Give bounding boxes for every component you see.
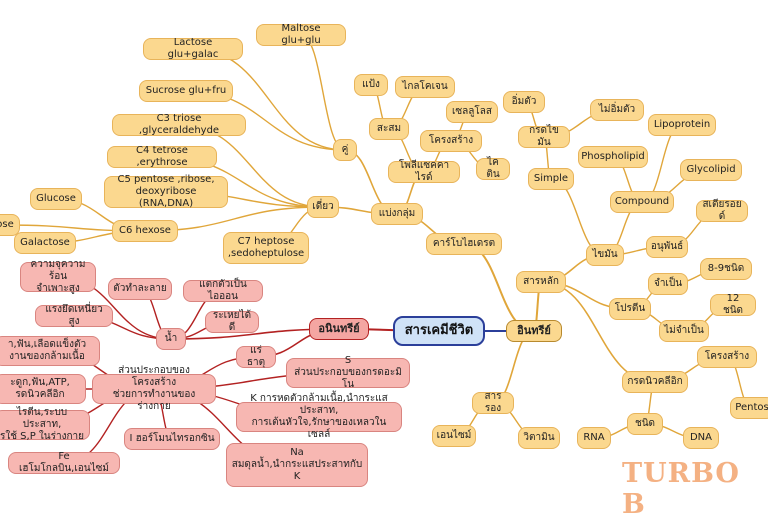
sodium-node[interactable]: Na สมดุลน้ำ,นำกระแสประสาทกับ K <box>226 443 368 487</box>
iron-node[interactable]: Fe เฮโมโกลบิน,เอนไซม์ <box>8 451 120 474</box>
watermark: TURBO B <box>622 458 740 520</box>
mineral-composition-node[interactable]: ส่วนประกอบของโครงสร้าง ช่วยการทำงานของร่… <box>92 365 216 412</box>
phosphorus-node[interactable]: ะดูก,ฟัน,ATP, รดนิวคลีอิก <box>0 374 86 404</box>
sucrose-node[interactable]: Sucrose glu+fru <box>139 80 233 102</box>
saturated-node[interactable]: อิ่มตัว <box>503 91 545 113</box>
classify-node[interactable]: แบ่งกลุ่ม <box>371 203 423 225</box>
calcium-node[interactable]: า,ฟัน,เลือดแข็งตัว งานของกล้ามเนื้อ <box>0 336 100 366</box>
organic-node[interactable]: อินทรีย์ <box>506 320 562 342</box>
main-substance-node[interactable]: สารหลัก <box>516 271 566 293</box>
chitin-node[interactable]: ไคติน <box>476 157 510 180</box>
unsaturated-node[interactable]: ไม่อิ่มตัว <box>590 99 644 121</box>
storage-node[interactable]: สะสม <box>369 118 409 140</box>
phospholipid-node[interactable]: Phospholipid <box>578 146 648 168</box>
solvent-node[interactable]: ตัวทำละลาย <box>108 278 172 300</box>
c7-node[interactable]: C7 heptose ,sedoheptulose <box>223 232 309 264</box>
maltose-node[interactable]: Maltose glu+glu <box>256 23 346 46</box>
nonessential-count-node[interactable]: 12 ชนิด <box>710 293 756 316</box>
dna-node[interactable]: DNA <box>683 427 719 449</box>
magnesium-node[interactable]: ไรตีน,ระบบประสาท, รใช้ S,P ในร่างกาย <box>0 407 90 442</box>
water-node[interactable]: น้ำ <box>156 328 186 350</box>
heat-capacity-node[interactable]: ความจุความร้อน จำเพาะสูง <box>20 259 96 294</box>
cellulose-node[interactable]: เซลลูโลส <box>446 101 498 123</box>
center-node[interactable]: สารเคมีชีวิต <box>393 316 485 346</box>
potassium-node[interactable]: K การหดตัวกล้ามเนื้อ,นำกระแสประสาท, การเ… <box>236 393 402 440</box>
inorganic-node[interactable]: อนินทรีย์ <box>309 318 369 340</box>
disaccharide-node[interactable]: คู่ <box>333 139 357 161</box>
carbohydrate-node[interactable]: คาร์โบไฮเดรต <box>426 233 502 255</box>
enzyme-node[interactable]: เอนไซม์ <box>432 425 476 447</box>
iodine-node[interactable]: I ฮอร์โมนไทรอกซิน <box>124 428 220 450</box>
lipoprotein-node[interactable]: Lipoprotein <box>648 114 716 136</box>
sulfur-node[interactable]: S ส่วนประกอบของกรดอะมิโน <box>286 355 410 390</box>
connector-disaccharide-node-maltose-node <box>300 34 346 151</box>
cohesion-node[interactable]: แรงยึดเหนี่ยวสูง <box>35 304 113 327</box>
protein-node[interactable]: โปรตีน <box>609 298 651 320</box>
c6-node[interactable]: C6 hexose <box>112 220 178 242</box>
simple-lipid-node[interactable]: Simple <box>528 168 574 190</box>
nucleic-type-node[interactable]: ชนิด <box>627 413 663 435</box>
fat-node[interactable]: ไขมัน <box>586 244 624 266</box>
monosaccharide-node[interactable]: เดี่ยว <box>307 196 339 218</box>
c4-node[interactable]: C4 tetrose ,erythrose <box>107 145 217 168</box>
galactose-node[interactable]: Galactose <box>14 232 76 254</box>
c5-node[interactable]: C5 pentose ,ribose, deoxyribose (RNA,DNA… <box>104 174 228 209</box>
mineral-node[interactable]: แร่ธาตุ <box>236 345 276 368</box>
polysaccharide-node[interactable]: โพลีแซคคาไรด์ <box>388 160 460 183</box>
c3-node[interactable]: C3 triose ,glyceraldehyde <box>112 113 246 136</box>
fructose-node[interactable]: ose <box>0 214 20 236</box>
evaporate-node[interactable]: ระเหยได้ดี <box>205 310 259 333</box>
derived-lipid-node[interactable]: อนุพันธ์ <box>646 236 688 258</box>
pentose-node[interactable]: Pentos <box>730 397 768 419</box>
steroid-node[interactable]: สเตียรอยด์ <box>696 199 748 222</box>
glycolipid-node[interactable]: Glycolipid <box>680 159 742 181</box>
nonessential-aa-node[interactable]: ไม่จำเป็น <box>659 320 709 342</box>
structure-node[interactable]: โครงสร้าง <box>420 130 482 152</box>
glycogen-node[interactable]: ไกลโคเจน <box>395 76 455 98</box>
starch-node[interactable]: แป้ง <box>354 74 388 96</box>
rna-node[interactable]: RNA <box>577 427 611 449</box>
essential-aa-node[interactable]: จำเป็น <box>648 273 688 295</box>
glucose-node[interactable]: Glucose <box>30 188 82 210</box>
fatty-acid-node[interactable]: กรดไขมัน <box>518 125 570 148</box>
minor-substance-node[interactable]: สารรอง <box>472 391 514 414</box>
ionize-node[interactable]: แตกตัวเป็นไอออน <box>183 279 263 302</box>
lactose-node[interactable]: Lactose glu+galac <box>143 37 243 60</box>
compound-lipid-node[interactable]: Compound <box>610 191 674 213</box>
nucleic-acid-node[interactable]: กรดนิวคลีอิก <box>622 371 688 393</box>
nucleic-structure-node[interactable]: โครงสร้าง <box>697 346 757 368</box>
vitamin-node[interactable]: วิตามิน <box>518 427 560 449</box>
essential-count-node[interactable]: 8-9ชนิด <box>700 258 752 280</box>
